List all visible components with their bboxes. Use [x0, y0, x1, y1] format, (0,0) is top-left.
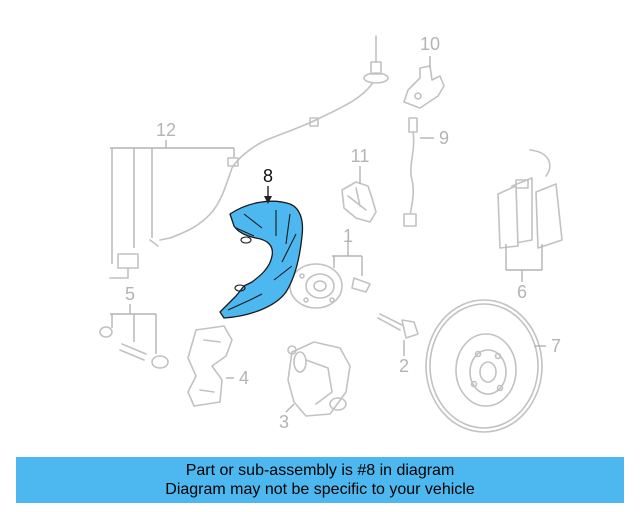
parts-diagram: 12 10 9 11 6 1 — [99, 34, 563, 433]
callout-5: 5 — [125, 284, 135, 304]
callout-9: 9 — [439, 128, 449, 148]
part-info-banner: Part or sub-assembly is #8 in diagram Di… — [16, 457, 624, 503]
callout-8: 8 — [263, 166, 273, 186]
callout-7: 7 — [551, 336, 561, 356]
banner-line-1: Part or sub-assembly is #8 in diagram — [185, 462, 455, 479]
part-8-splash-shield[interactable] — [219, 200, 304, 319]
part-7-brake-disc[interactable] — [425, 299, 543, 433]
part-6-brake-pads[interactable] — [497, 149, 563, 249]
callout-6: 6 — [517, 282, 527, 302]
part-9-wear-sensor[interactable] — [403, 117, 418, 227]
part-12-abs-sensor-cable[interactable] — [109, 35, 389, 279]
part-1-wheel-hub[interactable] — [289, 263, 371, 309]
callout-11: 11 — [351, 146, 370, 166]
part-4-caliper-bracket[interactable] — [187, 325, 233, 407]
banner-line-2: Diagram may not be specific to your vehi… — [165, 481, 475, 498]
callout-10: 10 — [420, 34, 440, 54]
callout-3: 3 — [279, 412, 289, 432]
part-3-caliper[interactable] — [287, 341, 351, 417]
callout-12: 12 — [156, 120, 176, 140]
callout-2: 2 — [399, 356, 409, 376]
callout-1: 1 — [343, 226, 353, 246]
part-5-guide-pins[interactable] — [99, 326, 169, 369]
part-11-sensor[interactable] — [341, 181, 377, 223]
part-10-bracket[interactable] — [403, 65, 445, 109]
callout-4: 4 — [239, 368, 249, 388]
part-2-bolt[interactable] — [377, 313, 419, 339]
